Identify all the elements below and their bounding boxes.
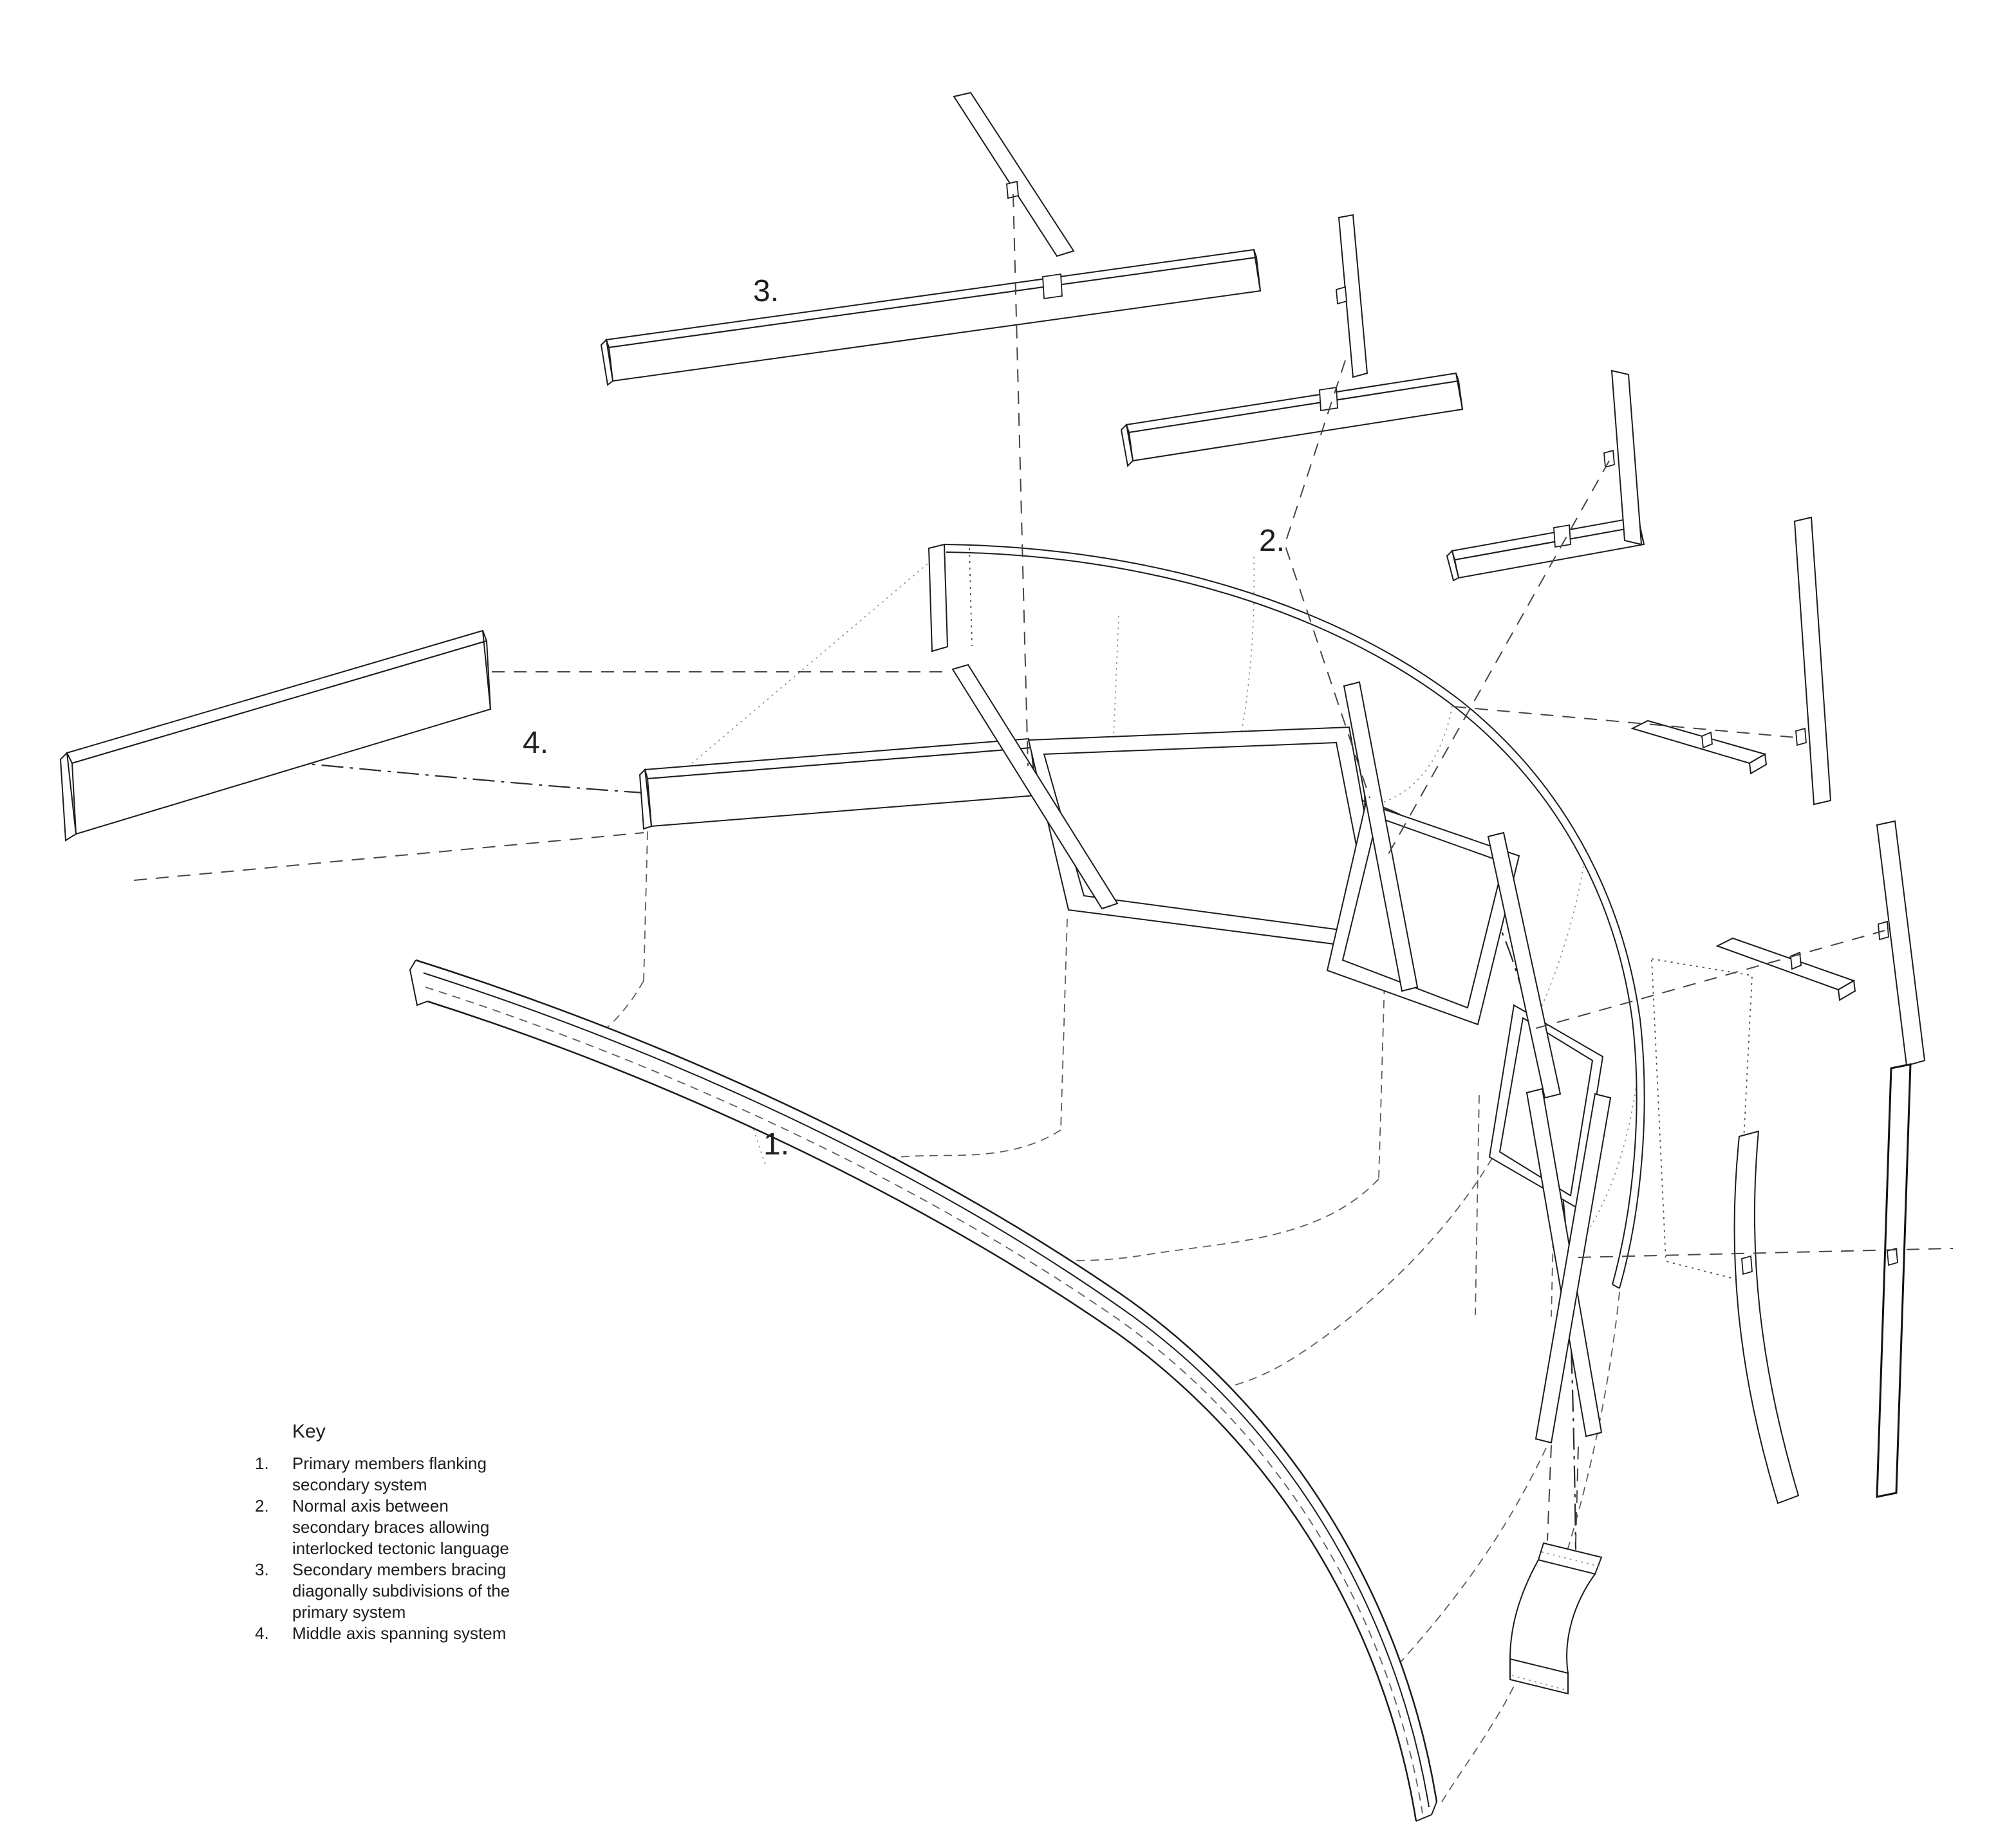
key-item-number: 4. xyxy=(255,1624,269,1643)
key-item-number: 3. xyxy=(255,1560,269,1579)
key-item-line: Secondary members bracing xyxy=(292,1560,507,1579)
callout-3: 3. xyxy=(753,274,779,308)
key-item-line: interlocked tectonic language xyxy=(292,1539,509,1558)
key-item-line: secondary system xyxy=(292,1475,427,1494)
callout-1: 1. xyxy=(763,1127,789,1162)
brace-assembly-upper-right xyxy=(1120,214,1464,468)
callout-2: 2. xyxy=(1259,524,1285,558)
leader-lines xyxy=(133,194,1954,1542)
key-item-line: primary system xyxy=(292,1602,406,1622)
key-item-1: 1. Primary members flanking secondary sy… xyxy=(255,1453,510,1496)
callout-4: 4. xyxy=(523,726,548,760)
key-item-line: secondary braces allowing xyxy=(292,1517,490,1537)
key-item-4: 4. Middle axis spanning system xyxy=(255,1623,510,1644)
curved-base-segment xyxy=(1509,1542,1603,1695)
key-item-number: 1. xyxy=(255,1454,269,1473)
key-item-line: Normal axis between xyxy=(292,1496,449,1515)
left-spanning-beam xyxy=(59,629,492,842)
key-item-line: Middle axis spanning system xyxy=(292,1624,507,1643)
plank-blade-pair-b xyxy=(1715,820,1926,1067)
primary-beam-back xyxy=(928,543,1645,1289)
key-legend: Key 1. Primary members flanking secondar… xyxy=(255,1421,510,1644)
key-item-2: 2. Normal axis between secondary braces … xyxy=(255,1496,510,1559)
key-item-line: diagonally subdivisions of the xyxy=(292,1581,510,1600)
key-item-line: Primary members flanking xyxy=(292,1454,487,1473)
key-item-3: 3. Secondary members bracing diagonally … xyxy=(255,1559,510,1623)
right-tall-blade xyxy=(1876,1063,1912,1498)
primary-beam-front xyxy=(409,959,1438,1822)
curved-blade xyxy=(1733,1130,1800,1505)
secondary-zigzag-assembly xyxy=(639,663,1612,1444)
corner-brace-pair xyxy=(1446,369,1645,582)
key-item-number: 2. xyxy=(255,1496,269,1515)
plank-blade-pair-a xyxy=(1630,516,1832,806)
brace-assembly-top xyxy=(600,91,1262,386)
key-title: Key xyxy=(292,1421,326,1442)
